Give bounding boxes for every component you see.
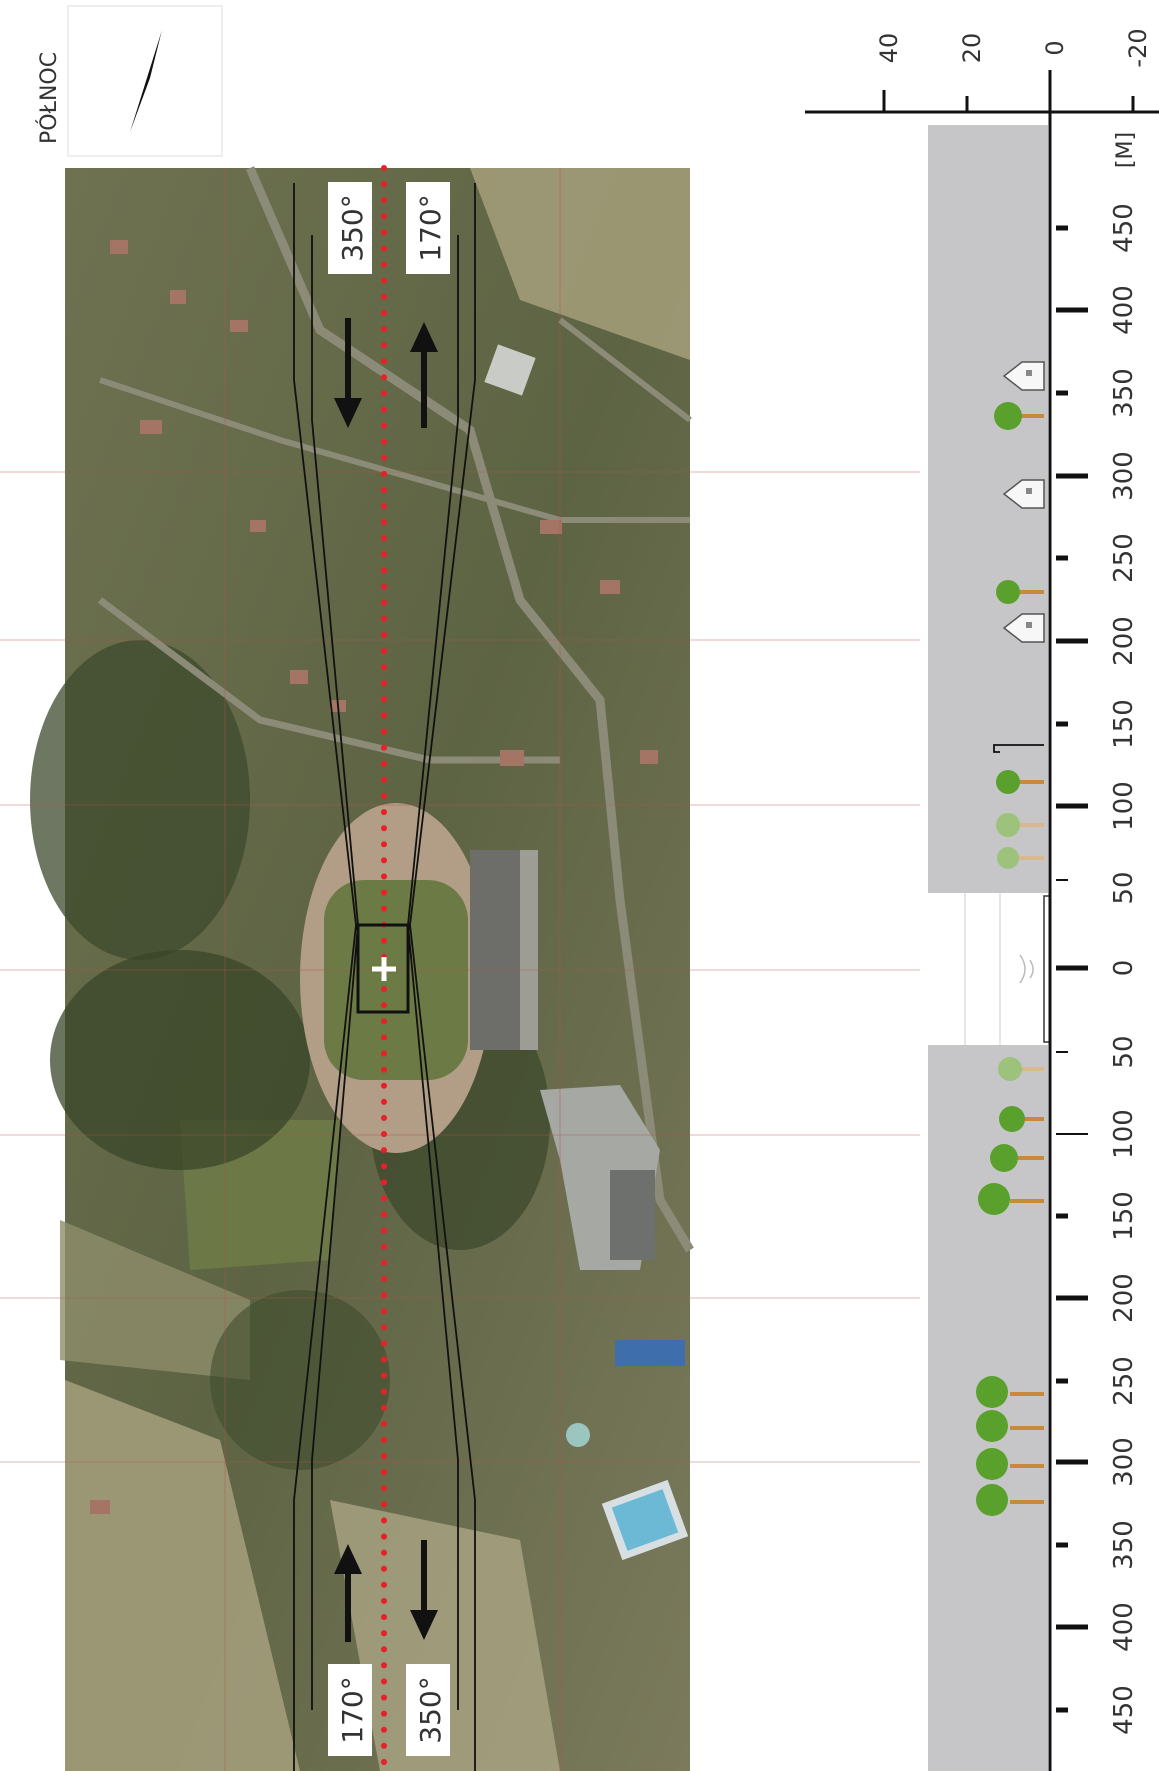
runway-box (356, 923, 410, 1014)
distance-ticks (1056, 225, 1088, 1713)
tree-icon (976, 1484, 1044, 1516)
tree-icon (990, 1144, 1044, 1172)
height-tick-label: 20 (958, 33, 986, 64)
heading-text: 350° (414, 1676, 447, 1743)
bracket (993, 744, 1044, 753)
coordinate-grid (0, 168, 920, 1771)
distance-labels-south: 50 100 150 200 250 300 350 400 450 (1109, 1035, 1139, 1734)
distance-label: 300 (1109, 451, 1139, 501)
terrain-south (928, 1045, 1048, 1771)
height-tick-label: 0 (1041, 40, 1069, 55)
house-icon (1002, 361, 1045, 391)
heading-label-top-right: 170° (406, 182, 450, 274)
distance-label: 100 (1109, 781, 1139, 831)
terrain-profile: 40 20 0 -20 [M] (805, 28, 1159, 1771)
distance-labels-north: 450 400 350 300 250 200 150 100 50 (1109, 203, 1139, 904)
house-icon (1002, 613, 1045, 643)
distance-label: 450 (1109, 1685, 1139, 1735)
tree-icon (978, 1183, 1044, 1215)
tree-icon (976, 1376, 1044, 1408)
distance-label: 200 (1109, 616, 1139, 666)
distance-label: 450 (1109, 203, 1139, 253)
distance-label: 250 (1109, 1356, 1139, 1406)
height-ticks (882, 90, 1135, 112)
tree-icon (976, 1410, 1044, 1442)
house-icon (1002, 479, 1045, 509)
tree-icon (998, 1057, 1044, 1081)
tree-icon (996, 580, 1044, 604)
arrow-down-icon (410, 1540, 438, 1640)
tree-icon (996, 813, 1044, 837)
tree-icon (994, 402, 1044, 430)
arrow-up-icon (410, 322, 438, 428)
heading-text: 350° (336, 194, 369, 261)
distance-label: 150 (1109, 699, 1139, 749)
height-tick-label: 40 (875, 33, 903, 64)
distance-label: 400 (1109, 1602, 1139, 1652)
distance-label: 350 (1109, 368, 1139, 418)
heading-text: 170° (414, 194, 447, 261)
heading-text: 170° (336, 1676, 369, 1743)
tree-icons (976, 402, 1044, 1516)
center-distance-label: 0 (1109, 960, 1139, 977)
north-arrow-icon (130, 30, 162, 132)
distance-label: 50 (1109, 871, 1139, 904)
compass-frame (67, 5, 223, 157)
house-icons (1002, 361, 1045, 643)
compass-label: PÓŁNOC (36, 52, 62, 144)
distance-label: 350 (1109, 1520, 1139, 1570)
distance-label: 400 (1109, 285, 1139, 335)
height-tick-labels: 40 20 0 -20 (875, 28, 1152, 67)
arrow-down-icon (334, 318, 362, 428)
tree-icon (999, 1106, 1044, 1132)
height-tick-label: -20 (1124, 28, 1152, 67)
tree-icon (996, 770, 1044, 794)
tree-icon (997, 847, 1044, 869)
distance-label: 200 (1109, 1273, 1139, 1323)
arrow-up-icon (334, 1544, 362, 1642)
heading-label-top-left: 350° (328, 182, 372, 274)
runway-profile (964, 893, 1051, 1045)
heading-label-bottom-right: 350° (406, 1664, 450, 1756)
tree-icon (976, 1448, 1044, 1480)
unit-label: [M] (1113, 132, 1138, 168)
heading-label-bottom-left: 170° (328, 1664, 372, 1756)
aerial-photo (0, 166, 920, 1771)
terrain-north (928, 125, 1048, 893)
distance-label: 250 (1109, 533, 1139, 583)
distance-label: 50 (1109, 1035, 1139, 1068)
plus-icon (372, 957, 396, 981)
compass: PÓŁNOC (36, 5, 223, 157)
distance-label: 300 (1109, 1437, 1139, 1487)
distance-label: 150 (1109, 1191, 1139, 1241)
distance-label: 100 (1109, 1109, 1139, 1159)
